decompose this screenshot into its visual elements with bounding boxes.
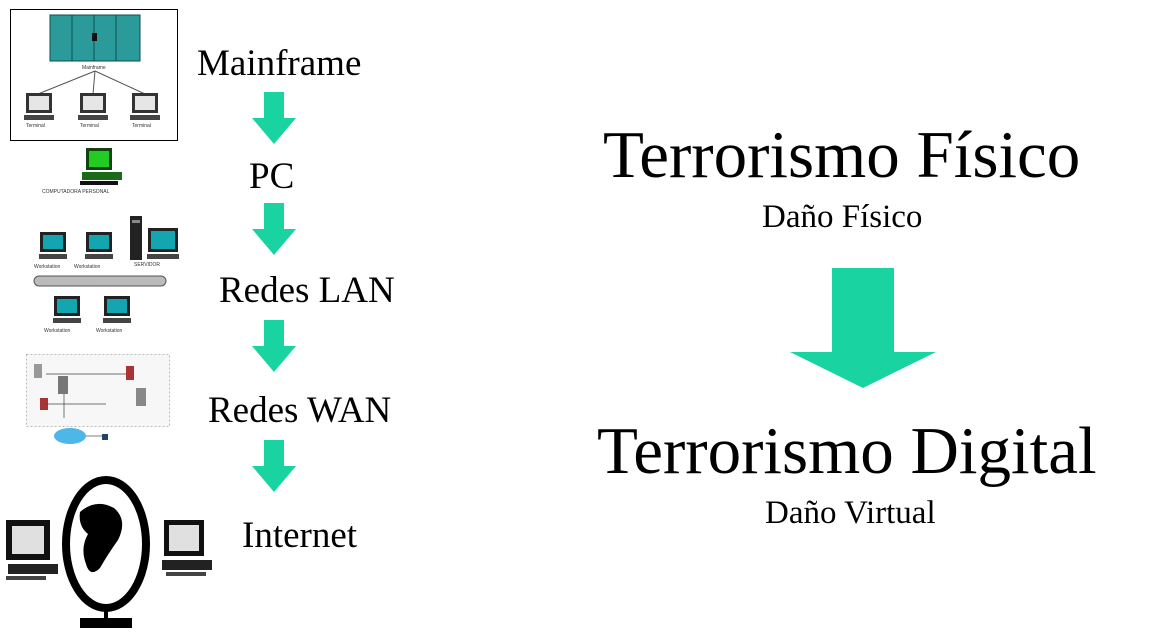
svg-text:SERVIDOR: SERVIDOR xyxy=(134,262,160,268)
personal-computer-icon: COMPUTADORA PERSONAL xyxy=(42,148,122,195)
physical-damage-subtitle: Daño Físico xyxy=(762,199,923,235)
mainframe-diagram: Mainframe Terminal Terminal Terminal xyxy=(10,9,178,141)
down-arrow-icon xyxy=(252,203,296,255)
terminal-icon xyxy=(78,93,108,120)
mainframe-caption: Mainframe xyxy=(82,65,106,71)
pc-caption: COMPUTADORA PERSONAL xyxy=(42,189,110,195)
down-arrow-icon xyxy=(252,92,296,144)
lan-network-icon: Workstation Workstation SERVIDOR Worksta… xyxy=(33,216,179,334)
stage-label-mainframe: Mainframe xyxy=(197,43,362,84)
terminal-icon xyxy=(130,93,160,120)
virtual-damage-subtitle: Daño Virtual xyxy=(765,495,936,531)
svg-text:Terminal: Terminal xyxy=(80,123,99,129)
stage-label-pc: PC xyxy=(249,156,295,197)
physical-terrorism-title: Terrorismo Físico xyxy=(603,118,1081,192)
wan-network-icon xyxy=(26,354,170,444)
down-arrow-icon xyxy=(252,320,296,372)
stage-label-lan: Redes LAN xyxy=(219,270,395,311)
svg-text:Workstation: Workstation xyxy=(44,328,71,334)
svg-text:Terminal: Terminal xyxy=(26,123,45,129)
computer-icon xyxy=(6,520,58,580)
svg-text:Workstation: Workstation xyxy=(74,264,101,270)
mainframe-icon xyxy=(49,14,141,62)
stage-label-wan: Redes WAN xyxy=(208,390,392,431)
terminal-icon xyxy=(24,93,54,120)
down-arrow-icon xyxy=(252,440,296,492)
svg-text:Workstation: Workstation xyxy=(34,264,61,270)
svg-text:Terminal: Terminal xyxy=(132,123,151,129)
computer-icon xyxy=(162,520,212,576)
digital-terrorism-title: Terrorismo Digital xyxy=(597,414,1097,488)
stage-label-internet: Internet xyxy=(242,515,358,556)
svg-text:Workstation: Workstation xyxy=(96,328,123,334)
large-down-arrow-icon xyxy=(790,268,936,388)
globe-icon xyxy=(6,476,212,628)
